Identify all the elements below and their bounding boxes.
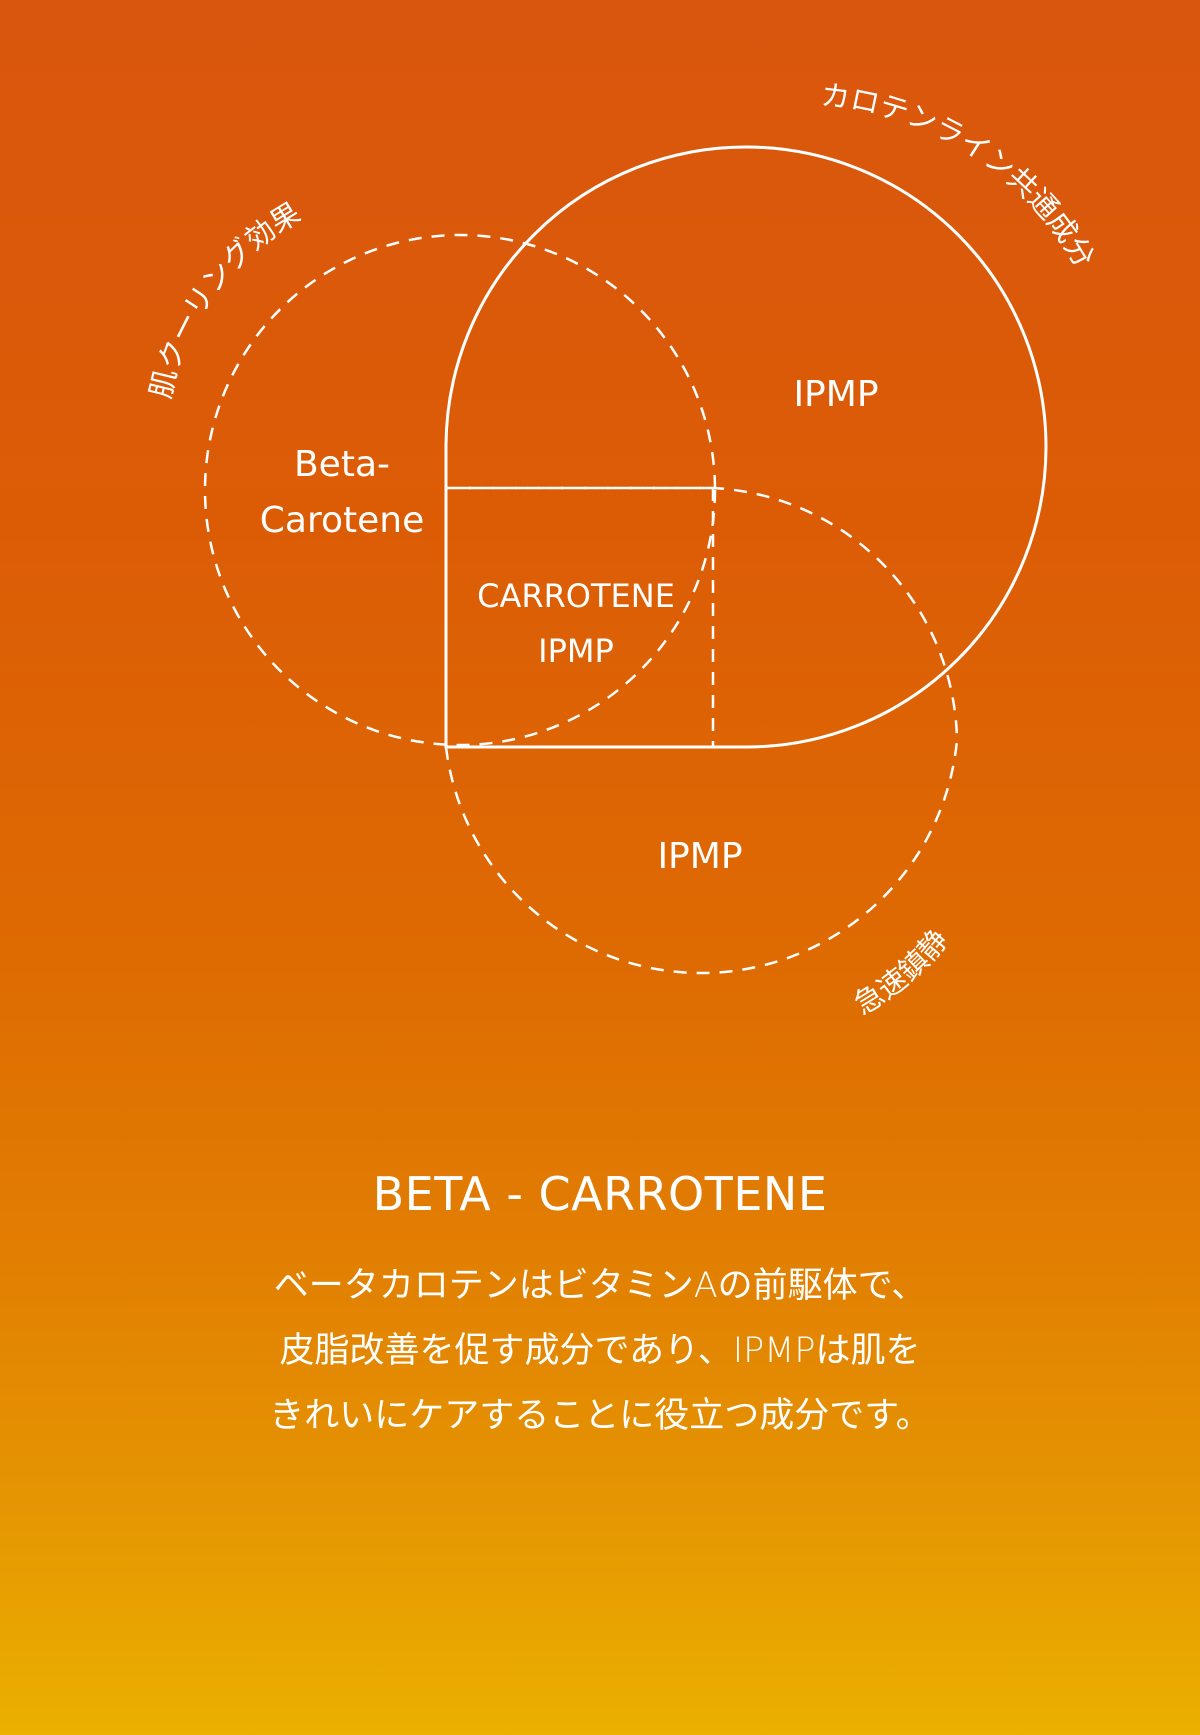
page-title: BETA - CARROTENE — [372, 1167, 828, 1221]
description-line-3: きれいにケアすることに役立つ成分です。 — [269, 1396, 931, 1436]
rapid-soothing-label: 急速鎮静 — [848, 923, 955, 1022]
description-text: ベータカロテンはビタミンAの前駆体で、 皮脂改善を促す成分であり、IPMPは肌を… — [0, 1254, 1200, 1449]
beta-carotene-label-line2: Carotene — [260, 500, 424, 541]
common-ingredient-label: カロテンライン共通成分 — [819, 78, 1101, 273]
center-label-line1: CARROTENE — [477, 577, 675, 615]
rapid-soothing-shape — [444, 486, 959, 975]
beta-carotene-label-line1: Beta- — [294, 444, 390, 485]
ipmp-top-label: IPMP — [793, 374, 878, 415]
description-line-2: 皮脂改善を促す成分であり、IPMPは肌を — [279, 1331, 921, 1371]
common-ingredient-shape — [444, 145, 1048, 749]
cooling-effect-circle — [203, 233, 717, 747]
cooling-effect-label: 肌クーリング効果 — [143, 195, 306, 401]
venn-diagram: 肌クーリング効果 カロテンライン共通成分 急速鎮静 Beta- Carotene… — [0, 0, 1200, 1040]
center-label-line2: IPMP — [538, 632, 614, 670]
description-section: BETA - CARROTENE ベータカロテンはビタミンAの前駆体で、 皮脂改… — [0, 1160, 1200, 1449]
description-line-1: ベータカロテンはビタミンAの前駆体で、 — [273, 1266, 927, 1306]
ipmp-bottom-label: IPMP — [657, 836, 742, 877]
